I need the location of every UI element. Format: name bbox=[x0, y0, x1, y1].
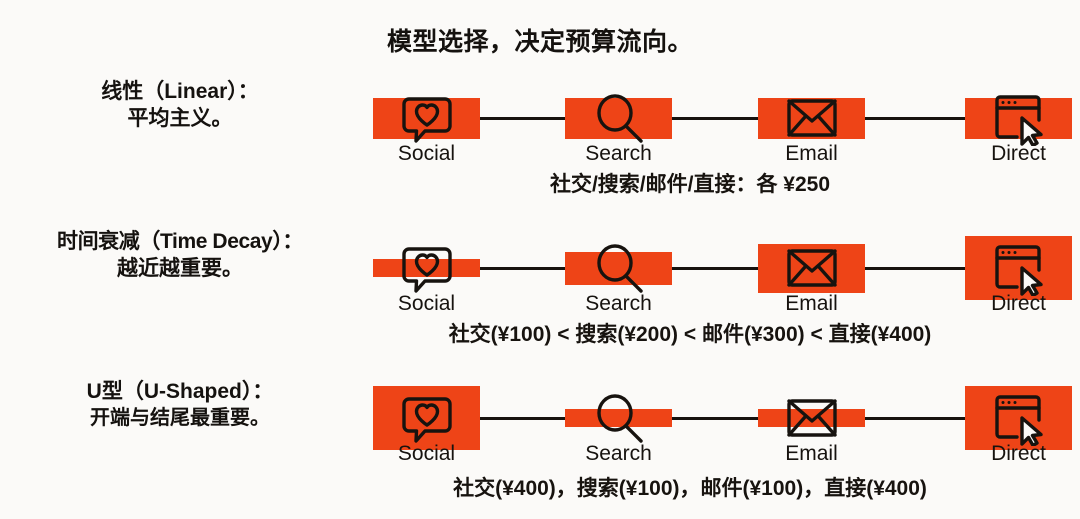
magnifier-icon bbox=[591, 240, 647, 296]
speech-bubble-heart-icon bbox=[399, 390, 455, 446]
budget-bar bbox=[965, 97, 1072, 139]
channel-label: Email bbox=[785, 292, 838, 315]
budget-bar bbox=[373, 386, 480, 450]
channel-label: Social bbox=[397, 442, 456, 465]
browser-cursor-icon bbox=[991, 240, 1047, 296]
channel-label: Social bbox=[397, 142, 456, 165]
flow-connector bbox=[480, 117, 565, 120]
speech-bubble-heart-icon bbox=[399, 240, 455, 296]
flow-connector bbox=[480, 417, 565, 420]
channel-label: Email bbox=[785, 442, 838, 465]
row-caption: 社交(¥400)，搜索(¥100)，邮件(¥100)，直接(¥400) bbox=[453, 477, 927, 500]
flow-connector bbox=[480, 267, 565, 270]
page-title: 模型选择，决定预算流向。 bbox=[386, 28, 693, 56]
row-label: 线性（Linear）： 平均主义。 bbox=[0, 78, 360, 133]
attribution-flow: Social Search Email Direct bbox=[368, 372, 1080, 472]
channel-label: Direct bbox=[991, 292, 1046, 315]
channel-label: Search bbox=[585, 142, 652, 165]
channel-node[interactable]: Direct bbox=[965, 72, 1072, 172]
envelope-icon bbox=[784, 390, 840, 446]
channel-node[interactable]: Social bbox=[373, 222, 480, 322]
channel-label: Direct bbox=[991, 142, 1046, 165]
row-label-line2: 开端与结尾最重要。 bbox=[90, 407, 270, 430]
flow-connector bbox=[672, 117, 758, 120]
channel-node[interactable]: Search bbox=[565, 222, 672, 322]
channel-node[interactable]: Social bbox=[373, 372, 480, 472]
channel-node[interactable]: Search bbox=[565, 72, 672, 172]
budget-bar bbox=[758, 409, 865, 427]
browser-cursor-icon bbox=[991, 90, 1047, 146]
channel-node[interactable]: Email bbox=[758, 72, 865, 172]
channel-label: Email bbox=[785, 142, 838, 165]
row-label-line1: U型（U-Shaped）： bbox=[86, 380, 274, 403]
row-label-line2: 平均主义。 bbox=[127, 107, 233, 131]
channel-label: Search bbox=[585, 442, 652, 465]
channel-label: Social bbox=[397, 292, 456, 315]
attribution-flow: Social Search Email Direct bbox=[368, 72, 1080, 172]
flow-connector bbox=[865, 417, 965, 420]
channel-node[interactable]: Direct bbox=[965, 222, 1072, 322]
row-label: 时间衰减（Time Decay）： 越近越重要。 bbox=[0, 228, 360, 283]
flow-connector bbox=[865, 117, 965, 120]
channel-node[interactable]: Email bbox=[758, 372, 865, 472]
attribution-flow: Social Search Email Direct bbox=[368, 222, 1080, 322]
row-label-line2: 越近越重要。 bbox=[117, 257, 243, 281]
magnifier-icon bbox=[591, 390, 647, 446]
envelope-icon bbox=[784, 240, 840, 296]
channel-node[interactable]: Social bbox=[373, 72, 480, 172]
envelope-icon bbox=[784, 90, 840, 146]
row-label-line1: 时间衰减（Time Decay）： bbox=[56, 230, 304, 253]
budget-bar bbox=[373, 259, 480, 277]
channel-label: Search bbox=[585, 292, 652, 315]
channel-node[interactable]: Email bbox=[758, 222, 865, 322]
channel-node[interactable]: Direct bbox=[965, 372, 1072, 472]
budget-bar bbox=[565, 97, 672, 139]
budget-bar bbox=[758, 97, 865, 139]
speech-bubble-heart-icon bbox=[399, 90, 455, 146]
row-label-line1: 线性（Linear）： bbox=[101, 80, 259, 103]
row-caption: 社交(¥100) < 搜索(¥200) < 邮件(¥300) < 直接(¥400… bbox=[448, 323, 932, 346]
channel-node[interactable]: Search bbox=[565, 372, 672, 472]
channel-label: Direct bbox=[991, 442, 1046, 465]
flow-connector bbox=[672, 267, 758, 270]
flow-connector bbox=[865, 267, 965, 270]
row-caption: 社交/搜索/邮件/直接：各 ¥250 bbox=[549, 173, 831, 196]
cropped-text-strip bbox=[0, 0, 1080, 7]
flow-connector bbox=[672, 417, 758, 420]
browser-cursor-icon bbox=[991, 390, 1047, 446]
magnifier-icon bbox=[591, 90, 647, 146]
row-label: U型（U-Shaped）： 开端与结尾最重要。 bbox=[0, 378, 360, 431]
budget-bar bbox=[565, 409, 672, 427]
